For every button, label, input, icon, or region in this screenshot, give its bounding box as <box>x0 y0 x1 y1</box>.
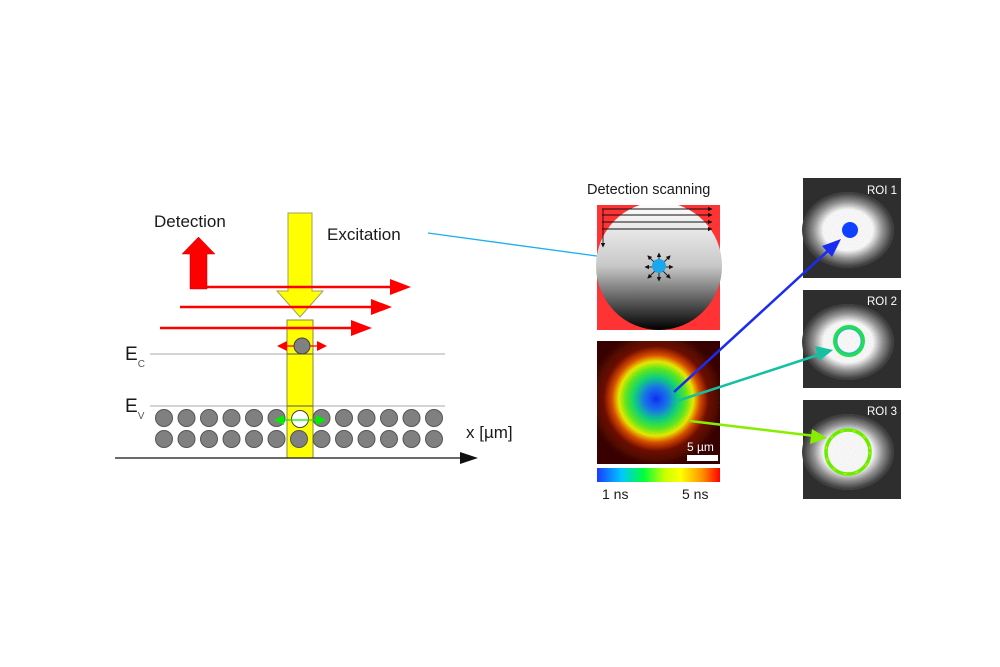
scan-lines <box>600 206 713 248</box>
ev-label-main: E <box>125 396 138 417</box>
atom <box>290 430 308 448</box>
ev-label: EV <box>125 396 145 422</box>
flim-image <box>597 341 720 464</box>
roi-1-label: ROI 1 <box>867 185 897 197</box>
ev-label-sub: V <box>138 411 145 422</box>
roi-3-label: ROI 3 <box>867 406 897 418</box>
roi-2-label: ROI 2 <box>867 296 897 308</box>
roi-1-pointer-arrow <box>673 247 832 393</box>
scale-bar <box>687 455 718 461</box>
atom <box>200 430 218 448</box>
roi-3-intensity-image <box>802 414 894 490</box>
electron <box>293 337 311 355</box>
hole-motion-arrowhead-right <box>316 415 326 425</box>
atom <box>357 409 376 427</box>
roi-3-pointer-arrowhead <box>810 429 827 444</box>
electron-motion-arrowhead-right <box>317 341 327 351</box>
roi-2-ring-inner <box>836 328 862 354</box>
atom <box>335 430 353 448</box>
roi-3-ring-accent <box>825 429 871 475</box>
hole <box>291 410 309 428</box>
atom <box>177 409 196 427</box>
atom <box>222 409 241 427</box>
roi-panel-3: ROI 3 <box>802 400 901 499</box>
ec-label-main: E <box>125 344 138 365</box>
atom <box>245 409 263 427</box>
hole-motion-arrowhead-left <box>274 415 284 425</box>
roi-3-pointer-arrow <box>689 419 816 438</box>
atom <box>155 430 173 448</box>
excitation-label: Excitation <box>327 225 401 244</box>
atom-lattice <box>155 409 443 448</box>
emission-arrowhead-1 <box>390 279 411 295</box>
detection-arrow <box>181 236 216 290</box>
detection-label: Detection <box>154 212 226 231</box>
atom <box>335 409 353 427</box>
emission-arrowhead-3 <box>351 320 372 336</box>
colorbar-max-label: 5 ns <box>682 486 708 502</box>
atom <box>357 430 376 448</box>
roi-2-ring-marker <box>833 325 865 357</box>
atom <box>312 430 331 448</box>
electron-motion-arrowhead-left <box>277 341 287 351</box>
lifetime-colorbar <box>597 468 720 482</box>
atom <box>425 430 443 448</box>
atom <box>380 409 398 427</box>
roi-2-pointer-arrowhead <box>815 346 833 361</box>
roi-1-dot-marker <box>842 222 858 238</box>
atom <box>155 409 173 427</box>
x-axis-label: x [µm] <box>466 423 513 442</box>
atom <box>200 409 218 427</box>
roi-1-pointer-arrowhead <box>822 239 841 257</box>
roi-panel-1: ROI 1 <box>802 178 901 278</box>
scanning-title: Detection scanning <box>587 182 710 198</box>
scanning-panel: Detection scanning <box>587 182 722 330</box>
atom <box>267 430 286 448</box>
excitation-spot <box>652 259 666 273</box>
ec-label: EC <box>125 344 145 370</box>
roi-panel-2: ROI 2 <box>802 290 901 388</box>
ec-label-sub: C <box>138 359 145 370</box>
x-axis-arrowhead <box>460 452 478 464</box>
flim-panel: 5 µm 1 ns 5 ns <box>597 341 720 502</box>
atom <box>177 430 196 448</box>
roi-2-pointer-arrow <box>676 352 822 403</box>
emission-arrowhead-2 <box>371 299 392 315</box>
atom <box>245 430 263 448</box>
atom <box>402 430 421 448</box>
roi-pointer-arrows <box>673 239 841 444</box>
excitation-beam-arrow <box>275 212 325 318</box>
roi-2-intensity-image <box>802 304 894 380</box>
roi-panels: ROI 1 ROI 2 ROI 3 <box>802 178 901 499</box>
scale-bar-label: 5 µm <box>687 440 714 454</box>
band-diagram: Detection Excitation EC EV x [µm] <box>115 212 654 464</box>
atom <box>380 430 398 448</box>
atom <box>425 409 443 427</box>
atom <box>222 430 241 448</box>
atom <box>402 409 421 427</box>
colorbar-min-label: 1 ns <box>602 486 628 502</box>
